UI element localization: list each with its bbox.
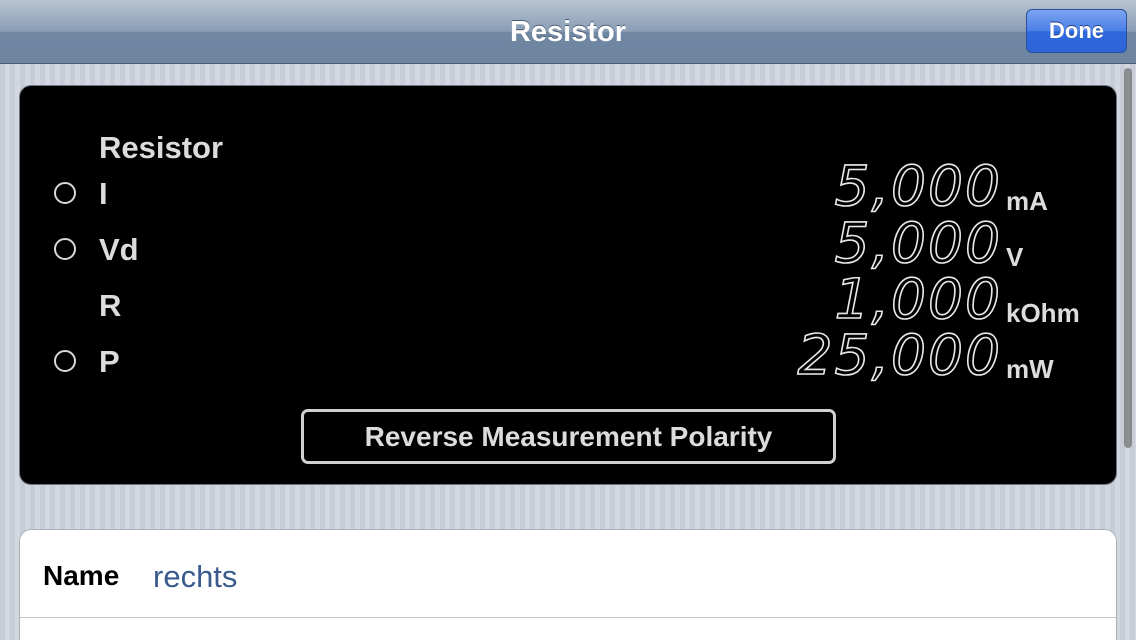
- reverse-polarity-button[interactable]: Reverse Measurement Polarity: [301, 409, 836, 464]
- done-button[interactable]: Done: [1026, 9, 1127, 53]
- navigation-bar: Resistor Done: [0, 0, 1136, 64]
- voltage-unit: V: [1006, 242, 1024, 272]
- name-label: Name: [43, 560, 120, 591]
- voltage-label: Vd: [99, 232, 139, 267]
- current-label: I: [99, 176, 108, 211]
- properties-form: Name rechts: [19, 529, 1117, 640]
- resistance-unit: kOhm: [1006, 298, 1080, 328]
- voltage-radio-icon[interactable]: [54, 238, 76, 260]
- current-radio-icon[interactable]: [54, 182, 76, 204]
- resistance-reading: 1,000: [834, 266, 1002, 332]
- power-label: P: [99, 344, 120, 379]
- device-type-label: Resistor: [99, 130, 224, 165]
- page-title: Resistor: [509, 16, 627, 48]
- resistance-label: R: [99, 288, 122, 323]
- voltage-reading: 5,000: [834, 210, 1002, 276]
- form-divider: [20, 617, 1116, 618]
- power-unit: mW: [1006, 354, 1054, 384]
- current-unit: mA: [1006, 186, 1048, 216]
- current-reading: 5,000: [834, 153, 1002, 219]
- meter-display: Resistor I 5,000 mA Vd 5,000 V R 1,000 k…: [19, 85, 1117, 485]
- power-reading: 25,000: [797, 322, 1002, 388]
- name-field[interactable]: rechts: [153, 559, 238, 594]
- scrollbar[interactable]: [1124, 68, 1132, 448]
- power-radio-icon[interactable]: [54, 350, 76, 372]
